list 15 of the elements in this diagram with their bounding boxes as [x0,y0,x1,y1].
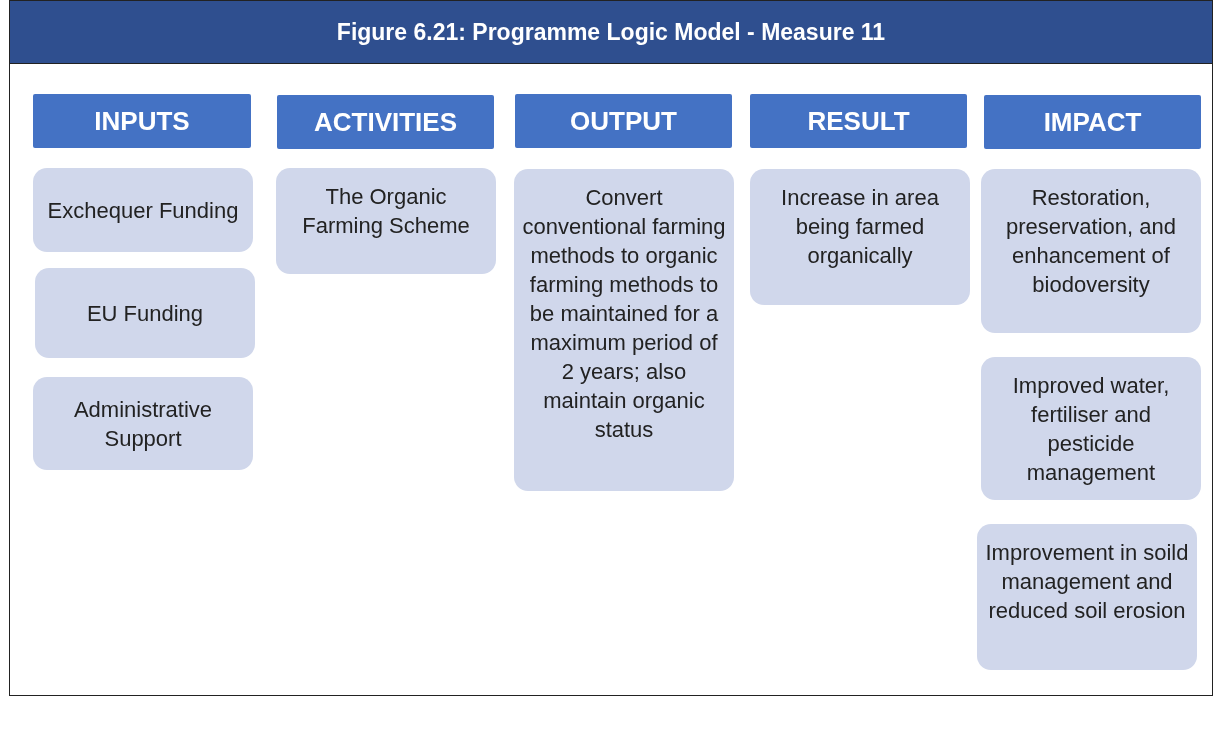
text-box: Administrative Support [33,377,253,470]
column-header: INPUTS [33,94,251,148]
text-box: EU Funding [35,268,255,358]
text-box: Improvement in soild management and reduced soil erosion [977,524,1197,670]
text-box: Exchequer Funding [33,168,253,252]
column-header: OUTPUT [515,94,732,148]
column-header: ACTIVITIES [277,95,494,149]
column-header: RESULT [750,94,967,148]
title-bar: Figure 6.21: Programme Logic Model - Measure 11 [9,0,1213,64]
text-box: Increase in area being farmed organically [750,169,970,305]
text-box: The Organic Farming Scheme [276,168,496,274]
text-box: Restoration, preservation, and enhancement of biodoversity [981,169,1201,333]
text-box: Convert conventional farming methods to organic farming methods to be maintained for a maximum period of 2 years; also maintain organic status [514,169,734,491]
text-box: Improved water, fertiliser and pesticide management [981,357,1201,500]
column-header: IMPACT [984,95,1201,149]
